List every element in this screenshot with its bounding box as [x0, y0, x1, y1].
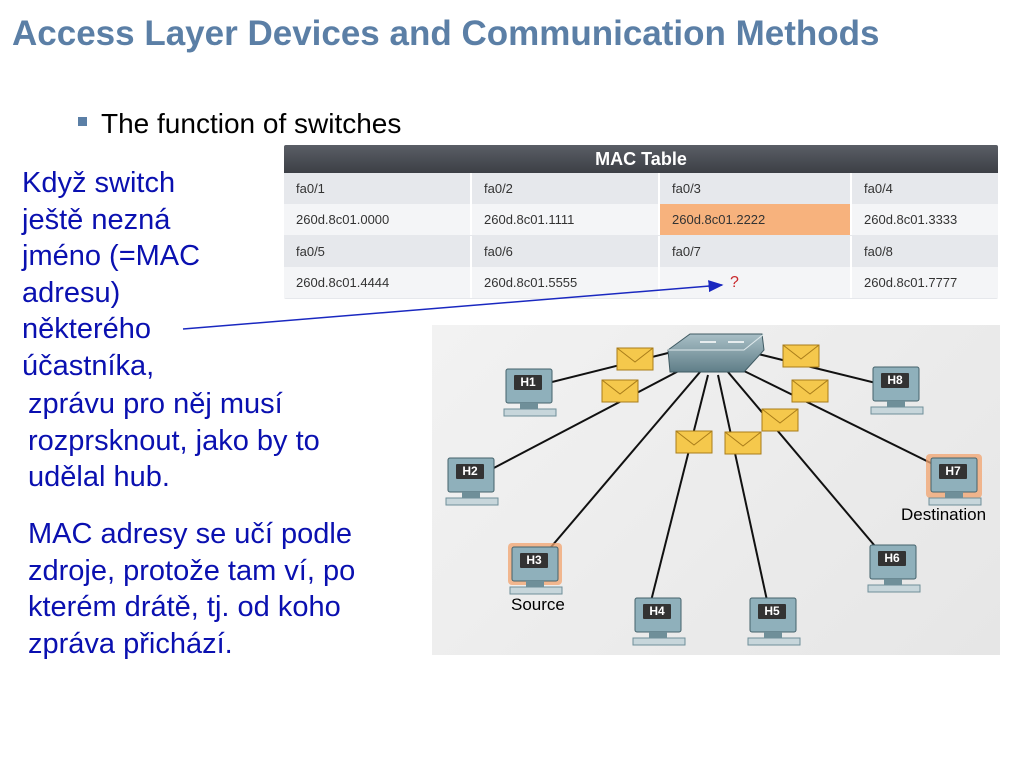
text-line: rozprsknout, jako by to	[28, 424, 320, 457]
mac-table-row: fa0/1 fa0/2 fa0/3 fa0/4	[284, 173, 998, 204]
host-label: H8	[881, 373, 909, 388]
text-line: zpráva přichází.	[28, 627, 233, 660]
text-line: jméno (=MAC	[22, 240, 201, 272]
text-line: ještě nezná	[22, 203, 171, 236]
mac-cell: fa0/2	[472, 173, 660, 204]
text-line: zprávu pro něj musí	[28, 388, 283, 420]
text-block-unknown-mac: Když switch ještě nezná jméno (=MAC adre…	[22, 165, 200, 384]
switch-icon	[667, 333, 765, 373]
host-label: H5	[758, 604, 786, 619]
text-line: Když switch	[22, 167, 176, 199]
text-line: některého	[22, 313, 151, 345]
mac-cell: 260d.8c01.4444	[284, 267, 472, 298]
mac-table-row: 260d.8c01.4444 260d.8c01.5555 ? 260d.8c0…	[284, 267, 998, 298]
text-line: MAC adresy se učí podle	[28, 518, 352, 550]
envelope-icon	[675, 430, 713, 454]
computer-icon-destination	[926, 454, 982, 506]
mac-table: MAC Table fa0/1 fa0/2 fa0/3 fa0/4 260d.8…	[284, 145, 998, 299]
text-line: účastníka,	[22, 349, 155, 382]
host-label: H2	[456, 464, 484, 479]
pointer-arrow	[182, 280, 724, 330]
source-label: Source	[511, 595, 565, 614]
cables	[489, 349, 946, 606]
text-block-learning: MAC adresy se učí podle zdroje, protože …	[28, 516, 355, 662]
destination-label: Destination	[901, 505, 987, 524]
mac-cell-unknown: ?	[660, 267, 852, 298]
envelope-icon	[601, 379, 639, 403]
envelope-icon	[782, 344, 820, 368]
mac-cell: fa0/6	[472, 236, 660, 267]
text-line: kterém drátě, tj. od koho	[28, 591, 341, 623]
mac-cell-highlighted: 260d.8c01.2222	[660, 204, 852, 235]
host-label: H7	[939, 464, 967, 479]
mac-table-title: MAC Table	[284, 145, 998, 173]
mac-cell: fa0/7	[660, 236, 852, 267]
computer-icon-source	[508, 543, 563, 595]
text-block-flood: zprávu pro něj musí rozprsknout, jako by…	[28, 386, 320, 496]
mac-cell: 260d.8c01.0000	[284, 204, 472, 235]
page-title: Access Layer Devices and Communication M…	[12, 14, 880, 53]
mac-table-row: 260d.8c01.0000 260d.8c01.1111 260d.8c01.…	[284, 204, 998, 235]
envelope-icon	[761, 408, 799, 432]
mac-cell: fa0/1	[284, 173, 472, 204]
host-label: H3	[520, 553, 548, 568]
mac-cell: fa0/5	[284, 236, 472, 267]
text-line: adresu)	[22, 276, 121, 309]
text-line: udělal hub.	[28, 461, 170, 493]
envelope-icon	[791, 379, 829, 403]
bullet-item: The function of switches	[78, 108, 401, 140]
bullet-text: The function of switches	[101, 108, 402, 139]
mac-table-row: fa0/5 fa0/6 fa0/7 fa0/8	[284, 236, 998, 267]
envelopes	[601, 344, 829, 455]
mac-cell: 260d.8c01.3333	[864, 212, 958, 227]
mac-cell: 260d.8c01.7777	[864, 275, 958, 290]
envelope-icon	[724, 431, 762, 455]
host-label: H6	[878, 551, 906, 566]
host-label: H1	[514, 375, 542, 390]
mac-cell: fa0/4	[864, 181, 893, 196]
host-label: H4	[643, 604, 671, 619]
text-line: zdroje, protože tam ví, po	[28, 554, 356, 587]
envelope-icon	[616, 347, 654, 371]
bullet-square-icon	[78, 117, 87, 127]
mac-cell: fa0/3	[660, 173, 852, 204]
mac-cell: 260d.8c01.1111	[472, 204, 660, 235]
mac-cell: 260d.8c01.5555	[472, 267, 660, 298]
mac-cell: fa0/8	[864, 244, 893, 259]
